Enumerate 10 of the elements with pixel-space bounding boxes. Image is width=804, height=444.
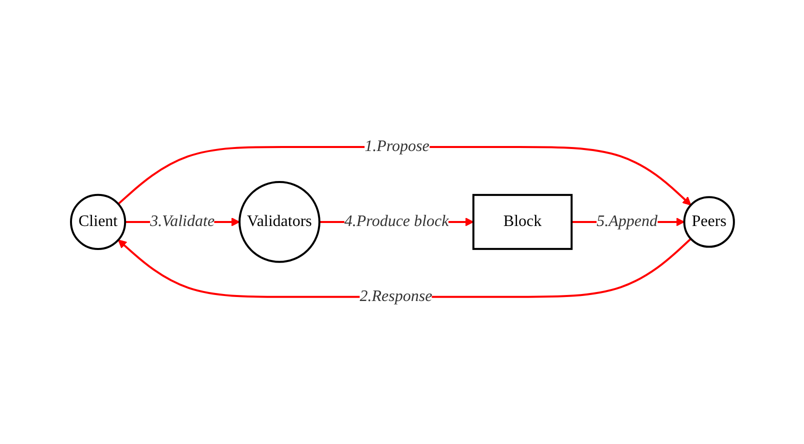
edge-label: 3.Validate [150, 213, 214, 230]
edge-label: 5.Append [596, 213, 658, 230]
edge-label: 4.Produce block [344, 213, 448, 230]
node-circle: Client [70, 194, 126, 250]
edge-label: 2.Response [359, 288, 432, 305]
node-box: Block [472, 194, 572, 250]
arrow [117, 146, 691, 206]
node-circle: Peers [682, 196, 734, 248]
node-circle: Validators [238, 181, 320, 263]
edge-label: 1.Propose [364, 138, 429, 156]
